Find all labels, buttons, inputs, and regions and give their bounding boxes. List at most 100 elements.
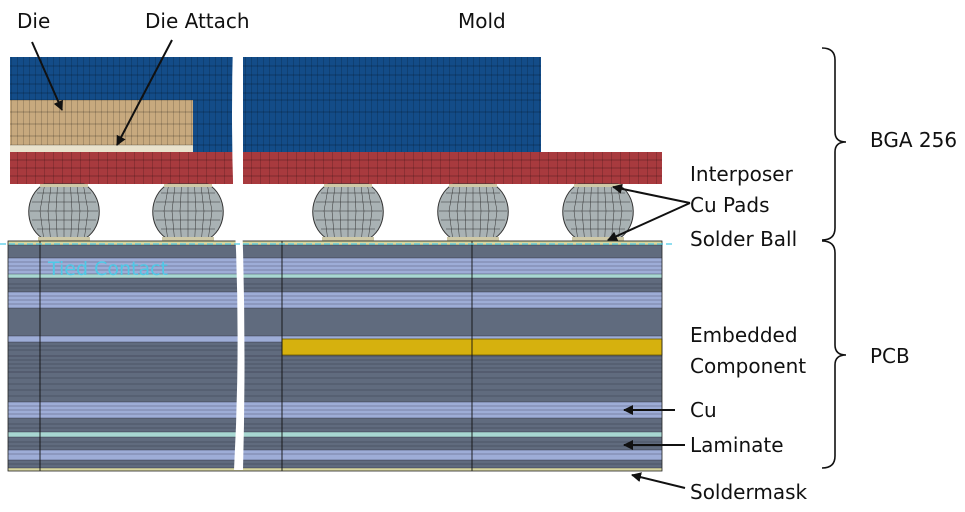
ball-mesh-line <box>366 183 373 212</box>
pcb-layer <box>8 437 662 450</box>
ball-mesh-line <box>589 210 592 239</box>
cu-pad-bottom <box>162 237 214 241</box>
cu-pad-top <box>574 184 622 187</box>
pcb-layer <box>8 308 662 336</box>
pcb-layer <box>8 418 662 432</box>
ball-mesh-line <box>331 210 335 239</box>
ball-mesh-line <box>55 210 58 239</box>
cu-pad-bottom <box>447 237 499 241</box>
interposer-label: Interposer <box>690 162 793 186</box>
ball-mesh-line <box>179 210 182 239</box>
soldermask-arrow <box>631 472 686 489</box>
pcb-brace <box>821 240 847 469</box>
cu-pad-bottom <box>38 237 90 241</box>
ball-mesh-line <box>573 210 578 239</box>
pcb-stack <box>7 240 663 472</box>
ball-mesh-line <box>70 183 73 212</box>
ball-mesh-line <box>339 210 342 239</box>
cu-pads-label: Cu Pads <box>690 193 770 217</box>
section-break <box>232 40 245 470</box>
pcb-layer <box>8 432 662 437</box>
solder-ball <box>562 183 634 241</box>
ball-mesh-line <box>77 210 81 239</box>
solder-ball <box>28 183 100 241</box>
pcb-layer <box>8 468 662 471</box>
solder-balls <box>28 183 634 241</box>
ball-mesh-line <box>354 183 357 212</box>
ball-mesh-line <box>368 210 373 239</box>
ball-mesh-line <box>360 183 365 212</box>
solder-ball <box>312 183 384 241</box>
ball-mesh-line <box>354 210 357 239</box>
ball-mesh-line <box>39 183 46 212</box>
solder-ball <box>437 183 509 241</box>
bga-brace <box>821 47 847 241</box>
ball-mesh-line <box>485 183 490 212</box>
ball-mesh-line <box>82 183 89 212</box>
pcb-layer <box>8 274 662 278</box>
package-mesh-lines <box>10 65 662 177</box>
pcb-layer <box>8 450 662 460</box>
bga-label: BGA 256 <box>870 128 958 152</box>
cu-pads-arrow-2 <box>607 202 691 241</box>
ball-mesh-line <box>610 183 615 212</box>
left-section <box>10 57 233 184</box>
ball-mesh-line <box>47 210 51 239</box>
ball-mesh-line <box>171 183 176 212</box>
ball-mesh-line <box>70 210 73 239</box>
laminate-label: Laminate <box>690 433 784 457</box>
pcb-layer <box>8 245 662 258</box>
ball-mesh-line <box>55 183 58 212</box>
cu-pad-top <box>449 184 497 187</box>
pcb-layer <box>8 241 662 245</box>
ball-mesh-line <box>171 210 175 239</box>
pcb-layer <box>8 278 662 292</box>
ball-mesh-line <box>589 183 592 212</box>
die-label: Die <box>17 9 51 33</box>
ball-mesh-line <box>39 210 44 239</box>
ball-mesh-line <box>194 183 197 212</box>
solder-ball-label: Solder Ball <box>690 227 798 251</box>
ball-mesh-line <box>573 183 580 212</box>
ball-mesh-line <box>464 183 467 212</box>
ball-mesh-line <box>456 183 461 212</box>
cu-pads-arrow-1 <box>612 183 691 204</box>
ball-mesh-line <box>331 183 336 212</box>
ball-mesh-line <box>491 183 498 212</box>
cu-label: Cu <box>690 398 717 422</box>
ball-mesh-line <box>618 210 623 239</box>
die-arrow <box>31 41 63 111</box>
soldermask-label: Soldermask <box>690 480 808 504</box>
die-attach-arrow <box>116 39 173 146</box>
die-attach-label: Die Attach <box>145 9 250 33</box>
ball-mesh-line <box>604 183 607 212</box>
annotation-arrows <box>31 39 691 489</box>
pcb-outline <box>7 240 663 472</box>
ball-mesh-line <box>84 210 89 239</box>
ball-mesh-line <box>201 210 205 239</box>
ball-mesh-line <box>448 183 455 212</box>
cu-pad-top <box>40 184 88 187</box>
ball-mesh-line <box>456 210 460 239</box>
ball-mesh-line <box>464 210 467 239</box>
ball-mesh-line <box>47 183 52 212</box>
ball-mesh-line <box>206 183 213 212</box>
cu-pad-bottom <box>322 237 374 241</box>
ball-mesh-line <box>479 210 482 239</box>
embedded-label-line2: Component <box>690 354 807 378</box>
solder-ball <box>152 183 224 241</box>
ball-mesh-line <box>76 183 81 212</box>
ball-mesh-line <box>339 183 342 212</box>
ball-mesh-line <box>323 210 328 239</box>
ball-mesh-line <box>581 210 585 239</box>
ball-mesh-line <box>179 183 182 212</box>
cu-pad-top <box>164 184 212 187</box>
cu-pad-top <box>324 184 372 187</box>
ball-mesh-line <box>479 183 482 212</box>
embedded-label-line1: Embedded <box>690 323 798 347</box>
ball-mesh-line <box>200 183 205 212</box>
tied-contact-label: Tied Contact <box>48 258 169 280</box>
ball-mesh-line <box>208 210 213 239</box>
ball-mesh-line <box>194 210 197 239</box>
